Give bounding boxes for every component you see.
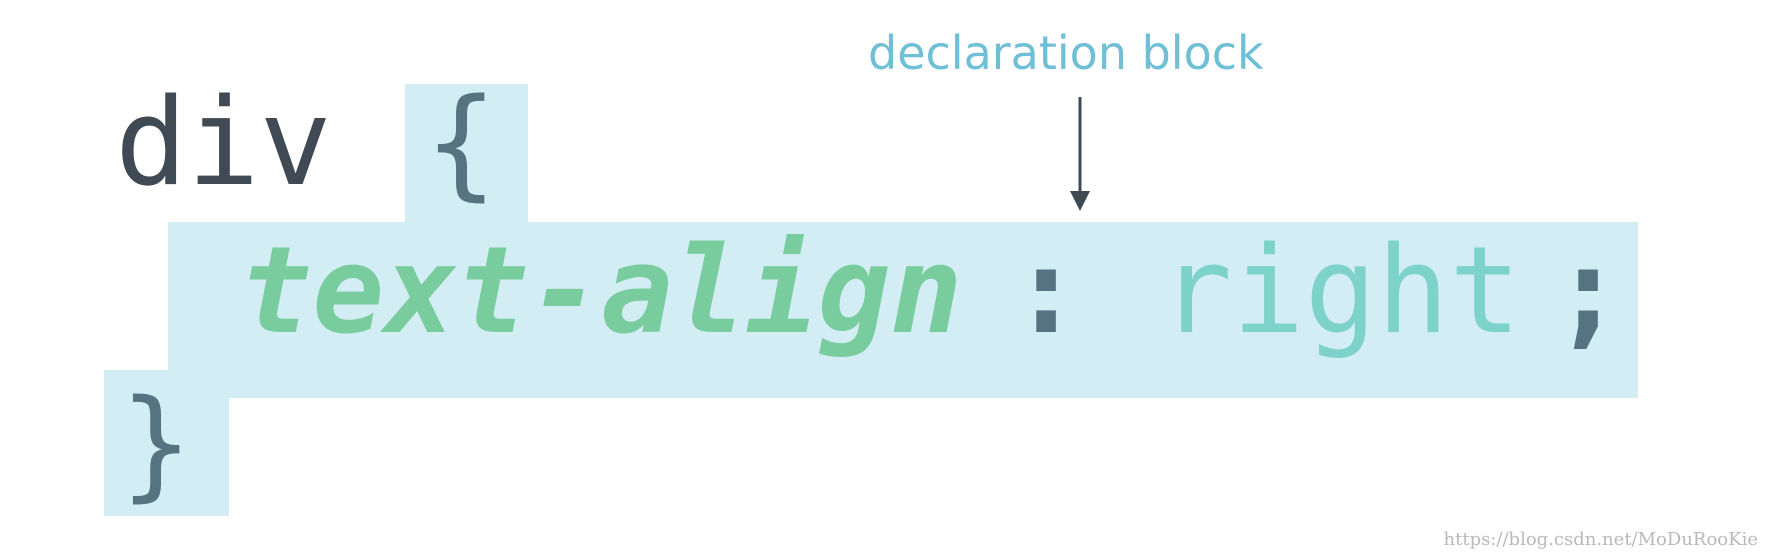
css-property: text-align: [240, 222, 963, 361]
css-selector: div: [115, 74, 332, 213]
close-brace-highlight: [104, 370, 229, 516]
semicolon: ;: [1552, 222, 1625, 361]
annotation-label: declaration block: [868, 26, 1264, 80]
css-value: right: [1160, 222, 1522, 361]
open-brace-highlight: [405, 84, 528, 224]
open-brace: {: [425, 74, 498, 213]
colon: :: [1010, 222, 1083, 361]
watermark: https://blog.csdn.net/MoDuRooKie: [1443, 529, 1758, 550]
close-brace: }: [120, 375, 193, 514]
declaration-line-highlight: [168, 222, 1638, 398]
down-arrow-icon: [1070, 97, 1090, 211]
